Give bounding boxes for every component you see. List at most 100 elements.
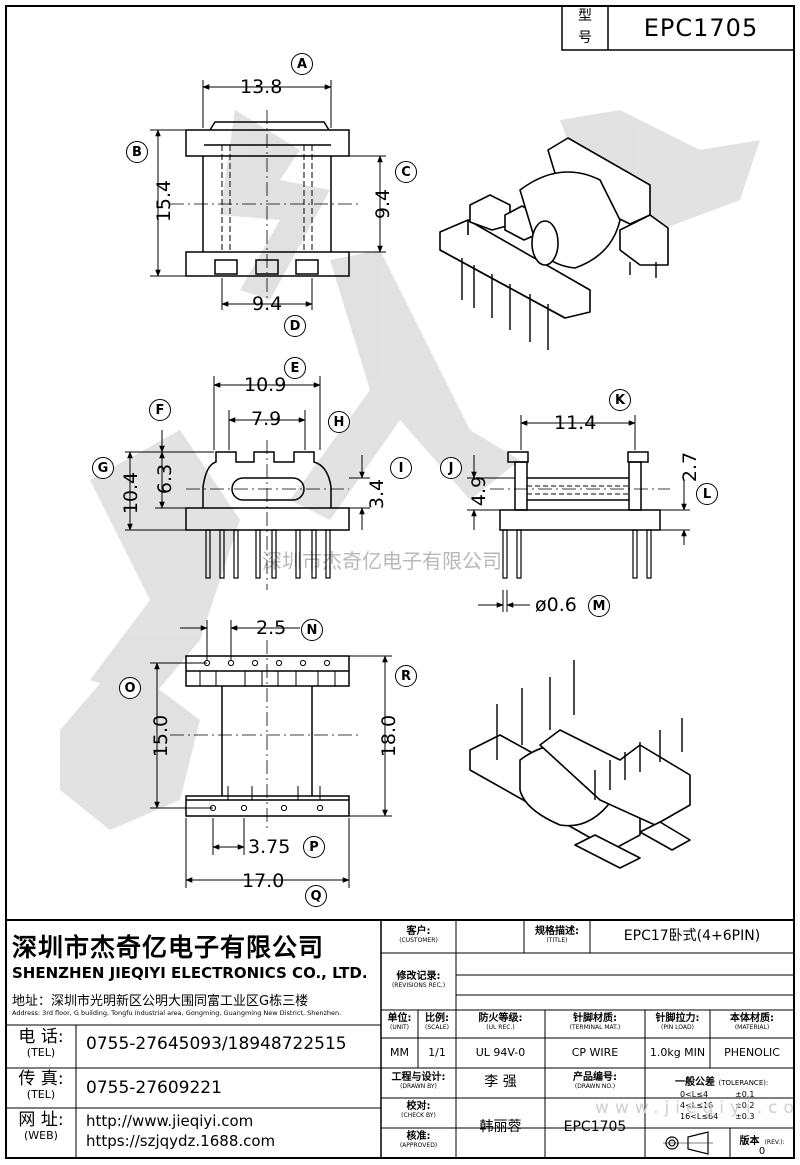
tolerance-value: ±0.2 [735,1101,755,1110]
dim-E: 10.9 [244,374,287,396]
drawnno-label: 产品编号:(DRAWN NO.) [573,1072,617,1090]
web-label: 网 址:(WEB) [18,1110,64,1142]
drawnby-label: 工程与设计:(DRAWN BY) [391,1072,446,1090]
dim-H: 7.9 [251,408,282,430]
marker-C: C [395,161,417,183]
bottom-view [170,640,360,830]
dim-K: 11.4 [554,412,597,434]
dim-I: 3.4 [366,478,389,510]
checkby-value: 韩丽蓉 [479,1119,522,1136]
dim-O: 15.0 [150,714,173,758]
watermark-text: 深圳市杰奇亿电子有限公司 [262,549,502,573]
model-value: EPC1705 [643,13,759,42]
marker-R: R [395,665,417,687]
marker-N: N [301,619,323,641]
marker-Q: Q [305,885,327,907]
marker-A: A [291,53,313,75]
address-en: Address: 3rd floor, G building, Tongfu i… [12,1009,342,1017]
front-view-dims [125,376,370,531]
checkby-label: 校对:(CHECK BY) [401,1101,436,1119]
dim-R: 18.0 [378,714,401,758]
fax-label: 传 真:(TEL) [18,1069,64,1101]
top-view [170,110,360,300]
pinload-label: 针脚拉力:(PIN LOAD) [655,1013,700,1031]
address-cn: 深圳市光明新区公明大围同富工业区G栋三楼 [51,994,309,1009]
tolerance-value: ±0.3 [735,1112,755,1121]
fax-value: 0755-27609221 [86,1078,222,1098]
title-label: 规格描述:(TITLE) [535,926,579,944]
dim-P: 3.75 [248,836,291,858]
footer-watermark: www.jieqiyi.com [595,1098,800,1118]
model-box-frame [561,5,795,51]
revision-value: 0 [758,1146,766,1157]
top-view-dims [150,80,386,310]
title-value: EPC17卧式(4+6PIN) [623,927,761,944]
dim-C: 9.4 [372,188,395,220]
pinload-value: 1.0kg MIN [649,1045,706,1059]
side-view-dims [467,415,690,612]
address-line: 地址：深圳市光明新区公明大围同富工业区G栋三楼 [12,990,308,1009]
dim-D: 9.4 [252,293,283,315]
tolerance-label: 一般公差 (TOLERANCE): [675,1077,769,1088]
drawnno-value: EPC1705 [563,1119,627,1136]
scale-label: 比例:(SCALE) [425,1013,449,1031]
dim-M: ø0.6 [535,594,577,616]
title-block-grid [5,919,795,1159]
tolerance-range: 4<L≤16 [680,1101,714,1110]
tel-value: 0755-27645093/18948722515 [86,1034,347,1054]
ulrec-value: UL 94V-0 [475,1045,526,1059]
model-label-line2: 号 [578,30,592,47]
tolerance-range: 0<L≤4 [680,1090,709,1099]
iso-view-bottom [469,660,691,869]
marker-F: F [149,399,171,421]
bottom-view-dims [150,620,392,888]
tolerance-value: ±0.1 [735,1090,755,1099]
marker-L: L [696,483,718,505]
marker-D: D [284,315,306,337]
marker-H: H [328,411,350,433]
dim-B: 15.4 [153,179,176,223]
iso-view-top [439,137,669,350]
marker-G: G [92,457,114,479]
web-link-1[interactable]: http://www.jieqiyi.com [86,1112,254,1130]
marker-J: J [440,457,462,479]
front-view [185,440,350,590]
terminal-value: CP WIRE [571,1045,619,1059]
approved-label: 核准:(APPROVED) [399,1131,438,1149]
dim-F: 6.3 [154,463,177,495]
tolerance-range: 16<L≤64 [680,1112,719,1121]
marker-P: P [303,836,325,858]
scale-value: 1/1 [428,1045,446,1059]
material-label: 本体材质:(MATERIAL) [730,1013,774,1031]
marker-I: I [390,457,412,479]
projection-symbol [663,1131,713,1155]
marker-B: B [126,141,148,163]
web-link-2[interactable]: https://szjqydz.1688.com [86,1132,276,1150]
dim-G: 10.4 [120,471,143,515]
side-view [490,451,670,579]
dim-J: 4.9 [468,475,491,507]
model-label-line1: 型 [578,8,592,25]
marker-M: M [588,595,610,617]
company-name-en: SHENZHEN JIEQIYI ELECTRONICS CO., LTD. [12,964,368,982]
terminal-label: 针脚材质:(TERMINAL MAT.) [569,1013,621,1031]
tel-label: 电 话:(TEL) [18,1027,64,1059]
unit-value: MM [390,1045,409,1059]
unit-label: 单位:(UNIT) [387,1013,412,1031]
dim-Q: 17.0 [242,870,285,892]
ulrec-label: 防火等级:(UL REC.) [478,1013,523,1031]
drawnby-value: 李 强 [484,1074,517,1091]
dim-N: 2.5 [256,617,287,639]
dim-L: 2.7 [679,451,702,483]
customer-label: 客户:(CUSTOMER) [399,926,438,944]
address-label: 地址： [12,994,52,1009]
company-name-cn: 深圳市杰奇亿电子有限公司 [12,933,325,962]
marker-K: K [609,389,631,411]
marker-O: O [119,677,141,699]
dim-A: 13.8 [240,76,283,98]
marker-E: E [284,357,306,379]
material-value: PHENOLIC [724,1045,780,1059]
revisions-label: 修改记录:(REVISIONS REC.) [391,971,446,989]
revision-label: 版本 (REV.): [739,1136,785,1147]
